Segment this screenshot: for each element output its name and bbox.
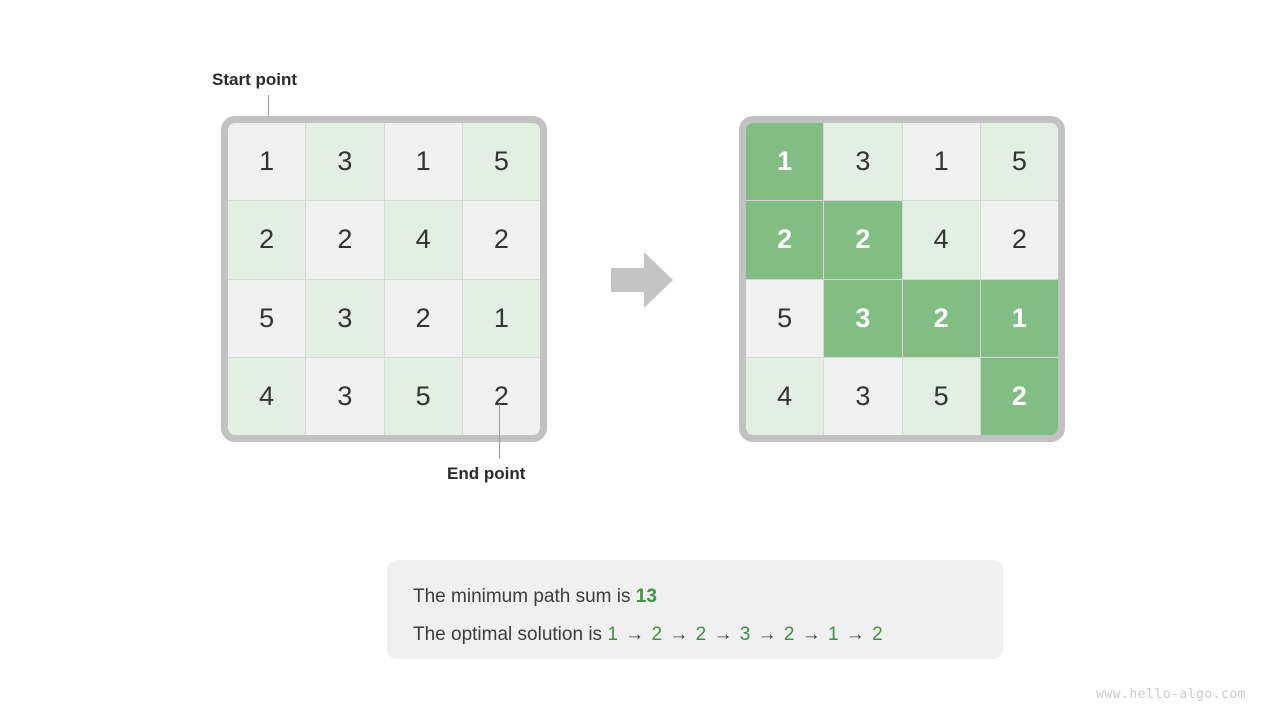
input-grid-cell-3-1: 3 bbox=[306, 357, 384, 435]
solution-grid-cell-0-0: 1 bbox=[746, 123, 824, 201]
solution-arrow-6: → bbox=[840, 624, 871, 645]
solution-grid-cell-3-0: 4 bbox=[746, 357, 824, 435]
solution-grid-cell-0-1: 3 bbox=[824, 123, 902, 201]
input-grid-cell-2-2: 2 bbox=[384, 279, 462, 357]
input-grid-cell-3-2: 5 bbox=[384, 357, 462, 435]
solution-step-6: 2 bbox=[872, 624, 883, 645]
solution-grid-cell-3-3: 2 bbox=[980, 357, 1058, 435]
input-grid-cell-0-1: 3 bbox=[306, 123, 384, 201]
right-arrow-icon bbox=[611, 252, 673, 308]
input-grid-cell-2-1: 3 bbox=[306, 279, 384, 357]
input-grid-cell-1-0: 2 bbox=[228, 201, 306, 279]
solution-arrow-5: → bbox=[796, 624, 827, 645]
min-path-sum-prefix: The minimum path sum is bbox=[413, 586, 636, 607]
watermark: www.hello-algo.com bbox=[1096, 687, 1246, 702]
solution-step-1: 2 bbox=[651, 624, 663, 645]
start-point-label: Start point bbox=[212, 70, 297, 89]
solution-grid-cell-3-1: 3 bbox=[824, 357, 902, 435]
solution-grid-cell-1-2: 4 bbox=[902, 201, 980, 279]
solution-step-4: 2 bbox=[783, 624, 795, 645]
solution-grid-cell-2-0: 5 bbox=[746, 279, 824, 357]
min-path-sum-line: The minimum path sum is 13 bbox=[413, 578, 977, 616]
optimal-solution-line: The optimal solution is 1 → 2 → 2 → 3 → … bbox=[413, 616, 977, 654]
input-grid-cell-0-2: 1 bbox=[384, 123, 462, 201]
solution-step-5: 1 bbox=[828, 624, 839, 645]
input-grid-cell-1-1: 2 bbox=[306, 201, 384, 279]
solution-step-0: 1 bbox=[607, 624, 618, 645]
input-grid-cell-3-0: 4 bbox=[228, 357, 306, 435]
solution-grid-cell-1-1: 2 bbox=[824, 201, 902, 279]
solution-arrow-3: → bbox=[708, 624, 738, 645]
optimal-solution-prefix: The optimal solution is bbox=[413, 624, 608, 645]
solution-arrow-2: → bbox=[664, 624, 694, 645]
result-caption-box: The minimum path sum is 13 The optimal s… bbox=[387, 560, 1003, 659]
input-grid-cell-3-3: 2 bbox=[462, 357, 540, 435]
end-point-label: End point bbox=[447, 464, 526, 483]
optimal-solution-sequence: 1 → 2 → 2 → 3 → 2 → 1 → 2 bbox=[607, 624, 882, 645]
solution-grid-cell-0-2: 1 bbox=[902, 123, 980, 201]
end-point-leader-line bbox=[499, 404, 500, 459]
solution-grid-cell-2-3: 1 bbox=[980, 279, 1058, 357]
solution-grid-cell-1-3: 2 bbox=[980, 201, 1058, 279]
solution-grid-cell-2-1: 3 bbox=[824, 279, 902, 357]
solution-grid-cell-0-3: 5 bbox=[980, 123, 1058, 201]
min-path-sum-value: 13 bbox=[635, 586, 657, 607]
solution-arrow-1: → bbox=[619, 624, 650, 645]
solution-grid-cell-2-2: 2 bbox=[902, 279, 980, 357]
input-grid-cell-1-2: 4 bbox=[384, 201, 462, 279]
input-grid-cell-0-0: 1 bbox=[228, 123, 306, 201]
solution-grid-cell-3-2: 5 bbox=[902, 357, 980, 435]
solution-arrow-4: → bbox=[752, 624, 782, 645]
input-grid-cell-1-3: 2 bbox=[462, 201, 540, 279]
solution-step-3: 3 bbox=[739, 624, 751, 645]
solution-step-2: 2 bbox=[695, 624, 707, 645]
solution-grid-cell-1-0: 2 bbox=[746, 201, 824, 279]
input-grid-cell-0-3: 5 bbox=[462, 123, 540, 201]
input-grid-cell-2-3: 1 bbox=[462, 279, 540, 357]
input-grid-cell-2-0: 5 bbox=[228, 279, 306, 357]
